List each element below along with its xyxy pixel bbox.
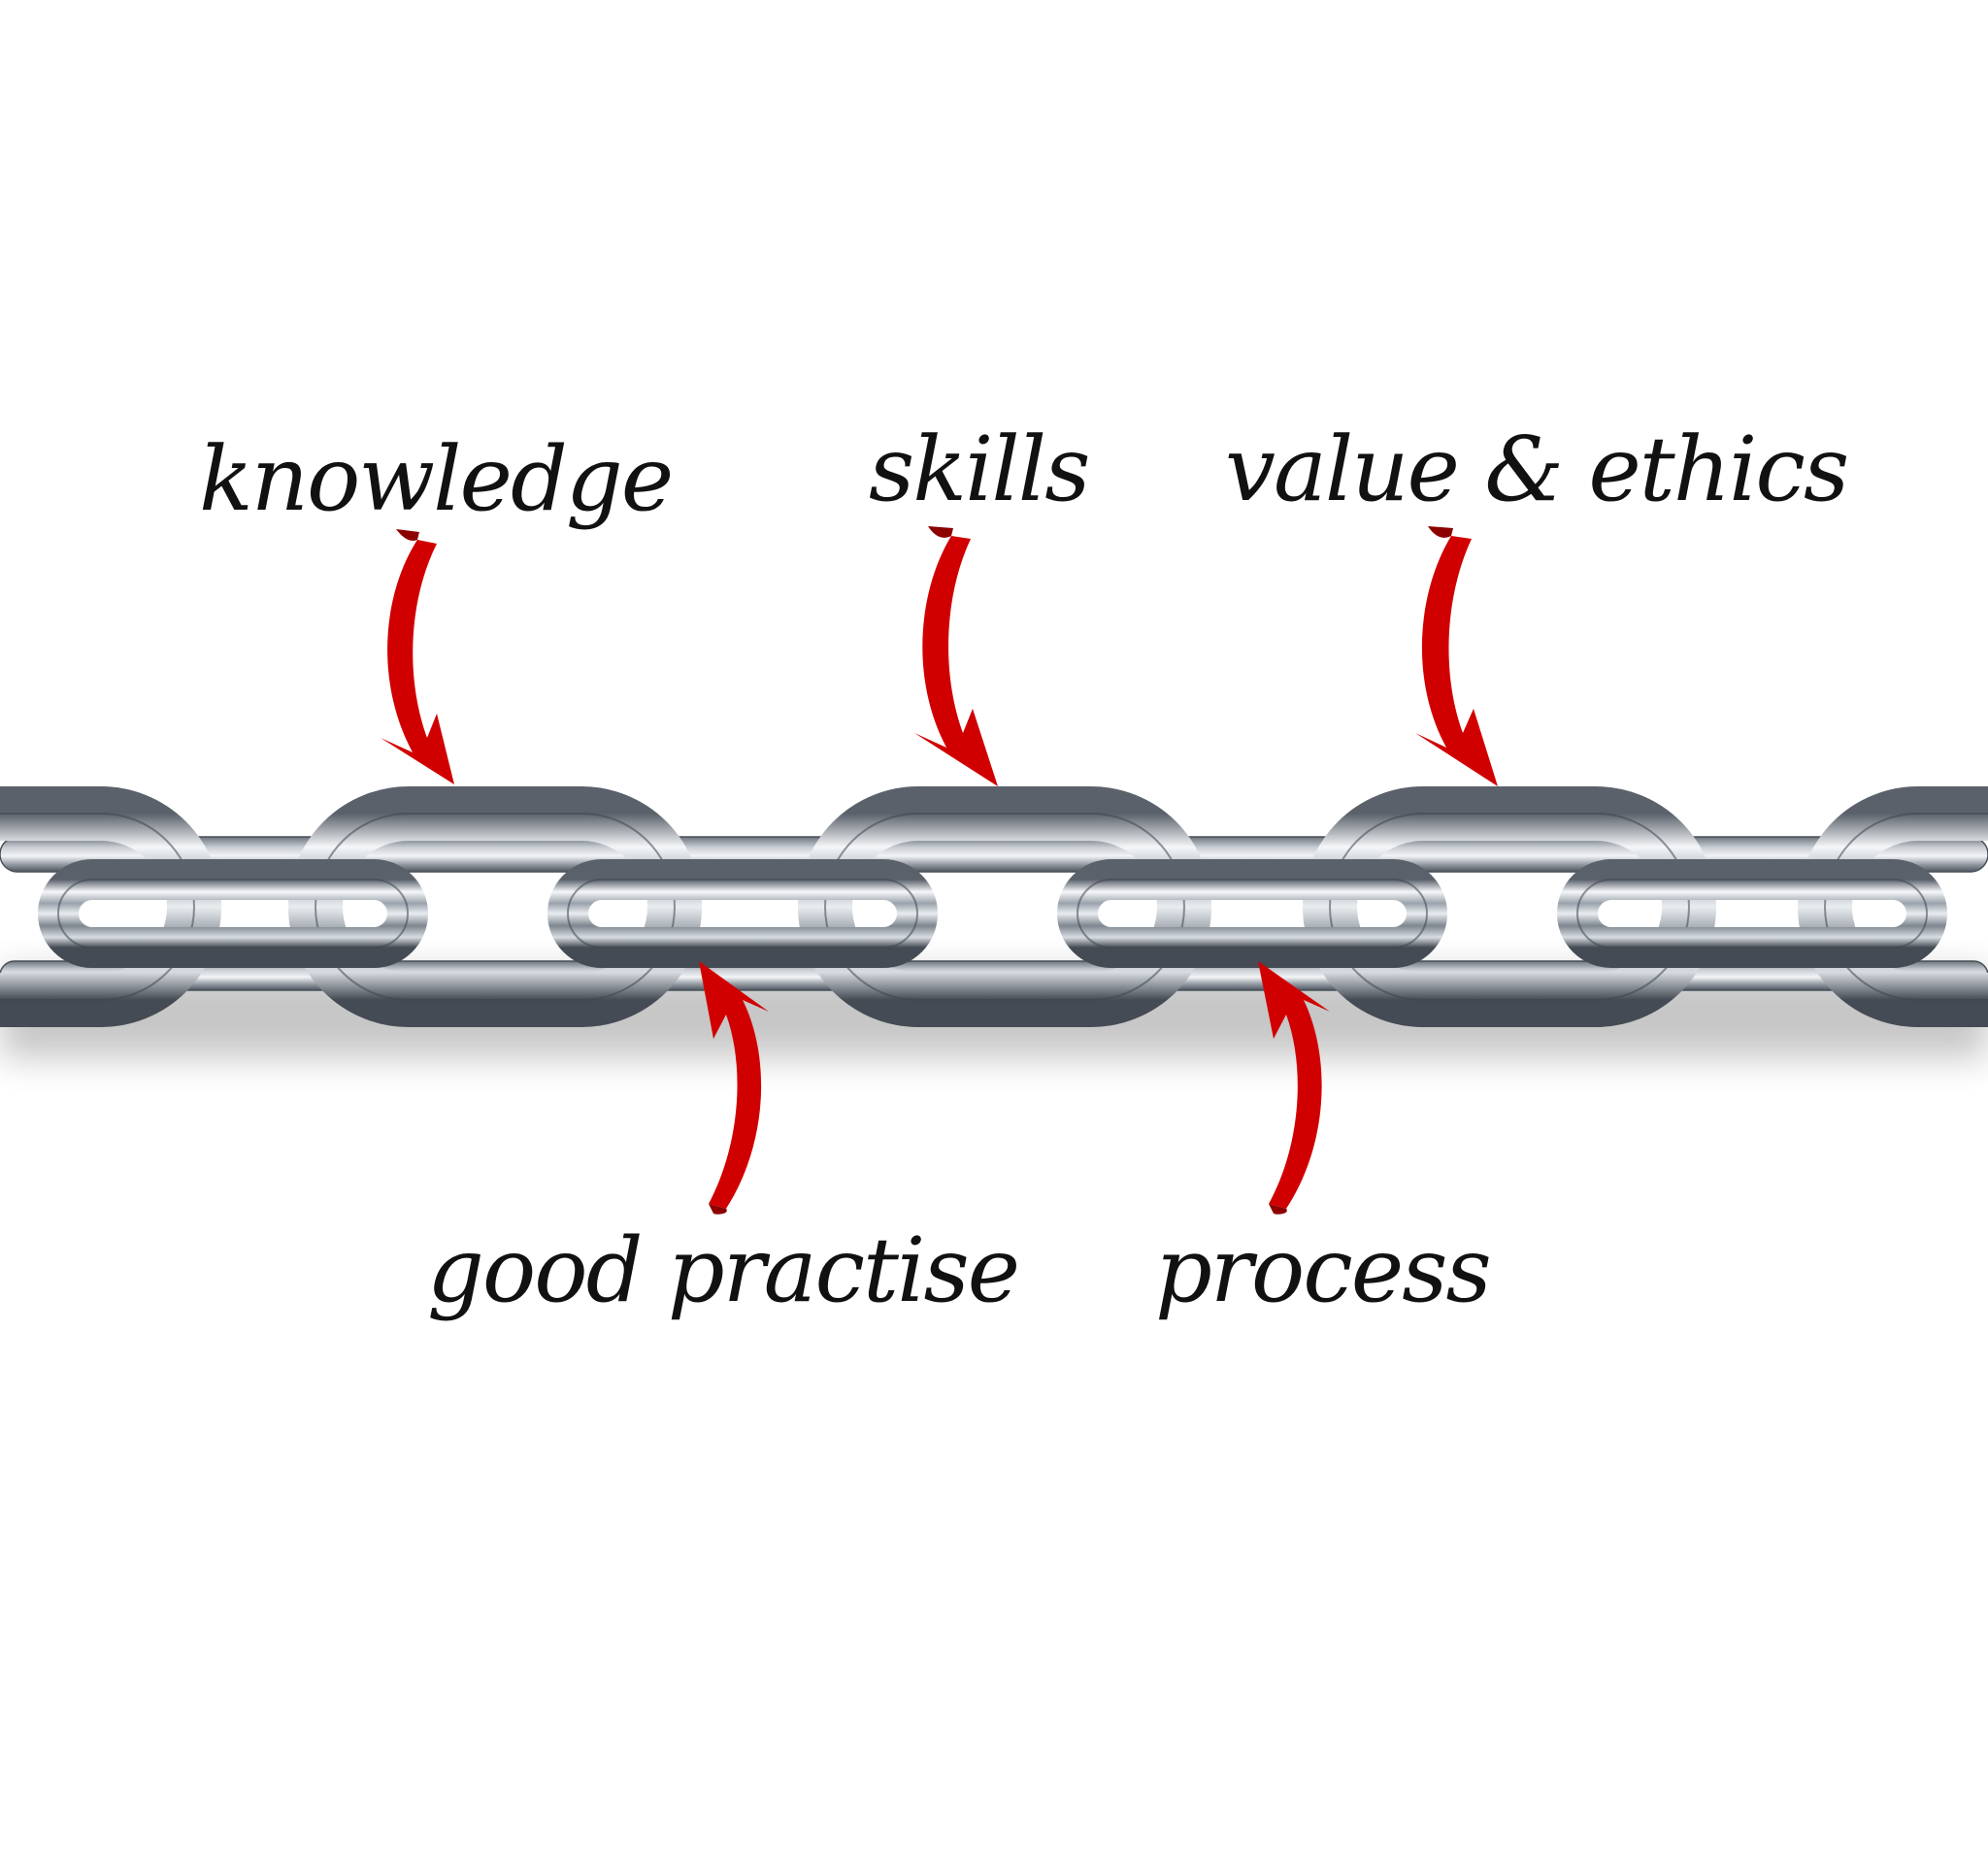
arrow-process-icon (1258, 961, 1330, 1215)
arrow-knowledge-icon (381, 529, 454, 784)
arrow-good-practise-icon (699, 961, 769, 1215)
label-value-ethics: value & ethics (1225, 417, 1847, 521)
label-good-practise: good practise (427, 1218, 1018, 1322)
chain-links-large (0, 786, 1988, 1027)
arrow-value-ethics-icon (1415, 526, 1498, 786)
chain-links-small (38, 859, 1947, 968)
label-skills: skills (869, 417, 1088, 521)
arrow-skills-icon (914, 526, 998, 786)
chain-link-large (288, 786, 702, 1027)
chain-link-small (38, 859, 428, 968)
label-process: process (1155, 1218, 1490, 1322)
chain-link-large (1303, 786, 1716, 1027)
chain-link-small (1557, 859, 1947, 968)
chain-link-small (1057, 859, 1447, 968)
chain-link-large (0, 786, 221, 1027)
chain-link-large (798, 786, 1211, 1027)
chain-link-large (1798, 786, 1988, 1027)
chain-link-small (547, 859, 938, 968)
label-knowledge: knowledge (199, 427, 672, 531)
